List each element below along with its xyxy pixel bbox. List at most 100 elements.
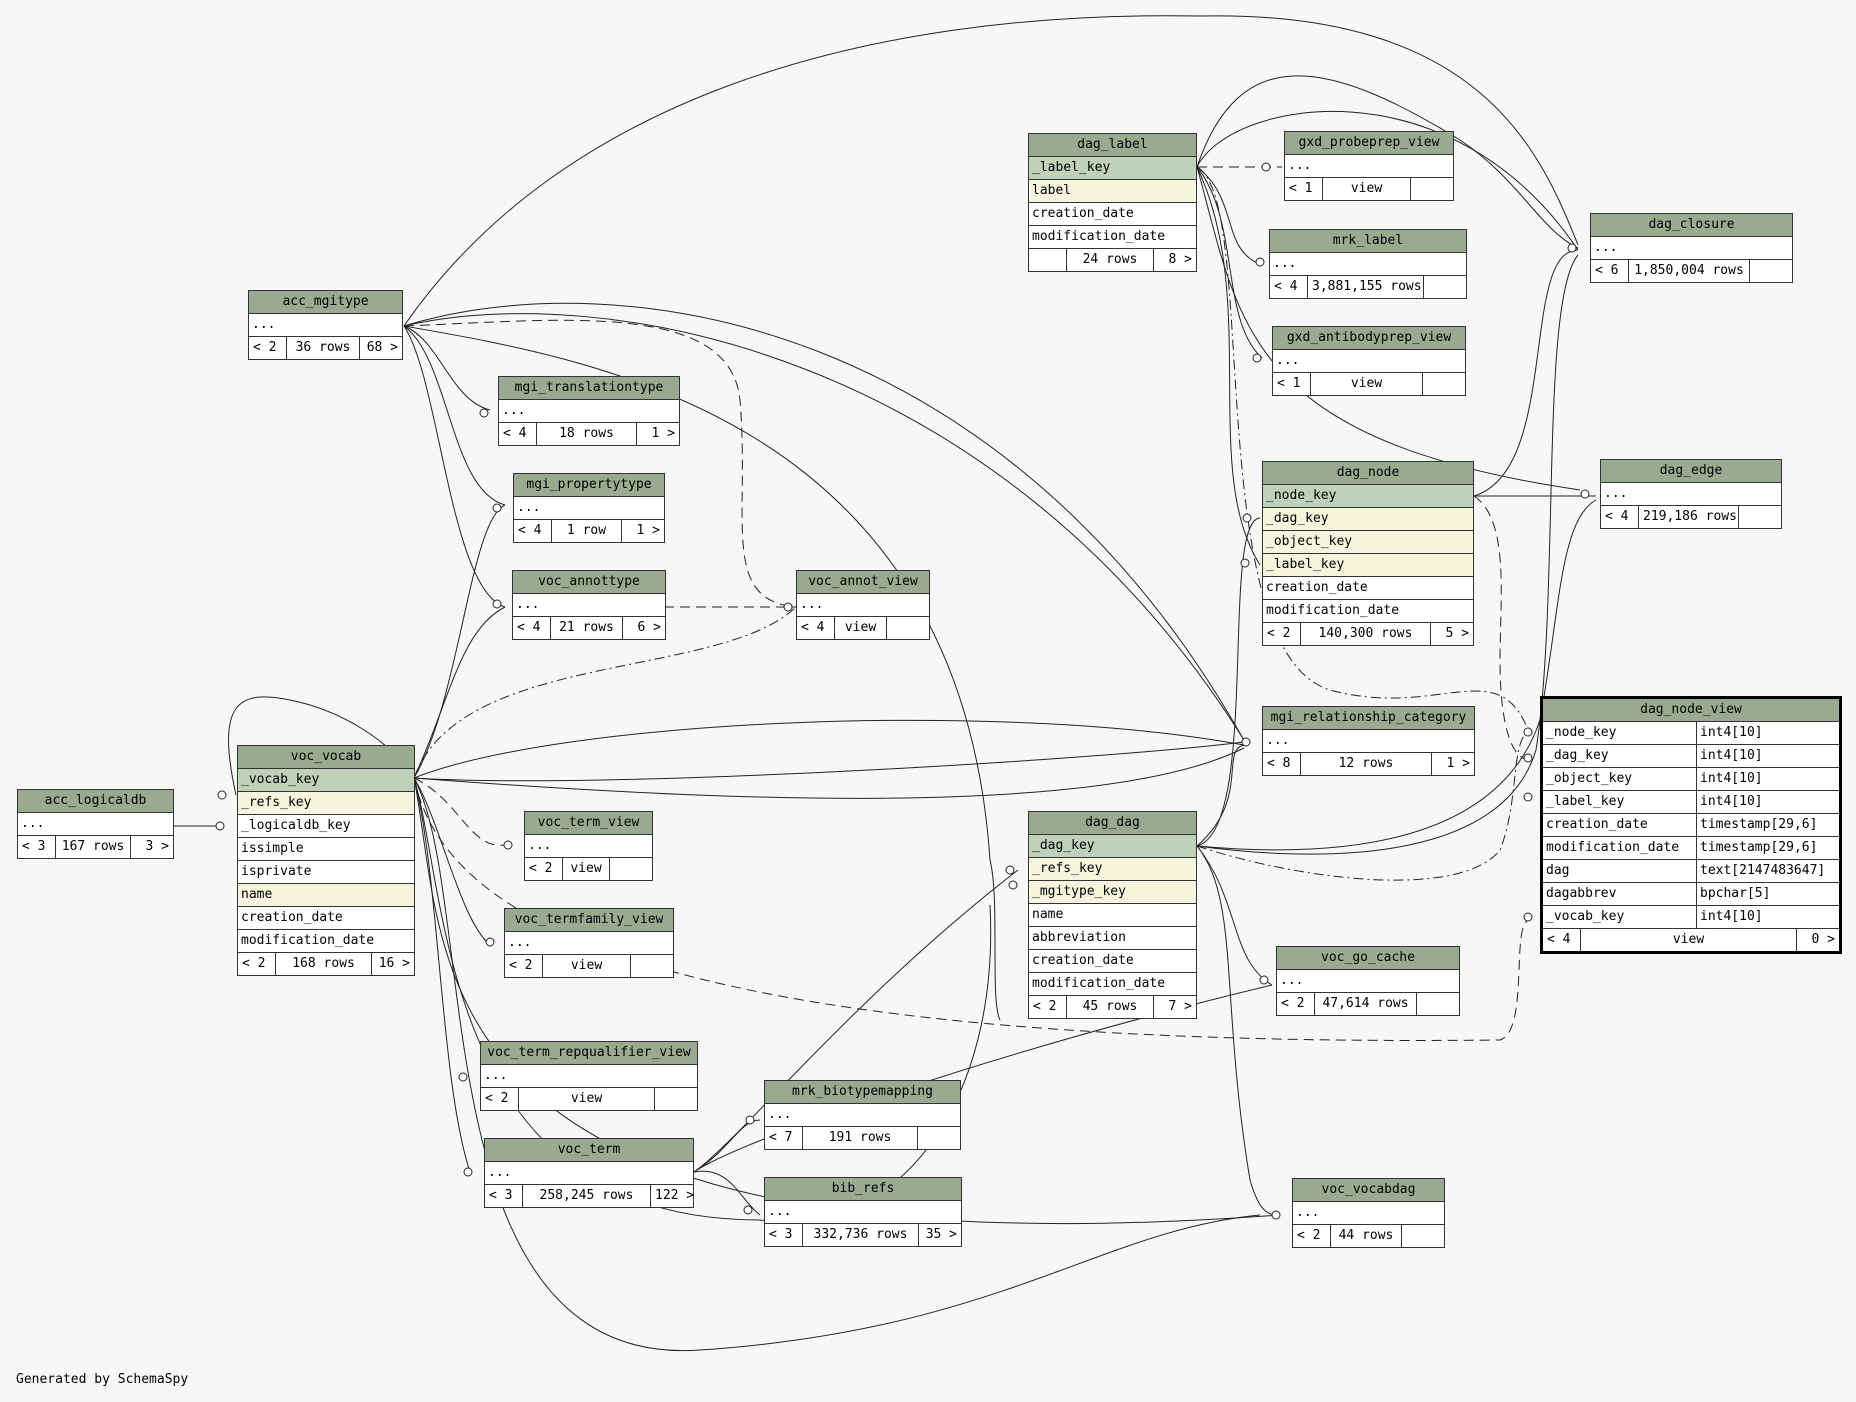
children-link[interactable]: 1 > bbox=[1446, 756, 1470, 771]
column-row[interactable]: ... bbox=[505, 932, 673, 955]
parents-link[interactable]: < 3 bbox=[18, 836, 56, 858]
children-link[interactable]: 68 > bbox=[366, 340, 398, 355]
children-link[interactable]: 3 > bbox=[145, 839, 169, 854]
parents-link[interactable]: < 4 bbox=[514, 520, 552, 542]
column-row[interactable]: name bbox=[1029, 904, 1196, 927]
column-row[interactable]: ... bbox=[797, 594, 929, 617]
column-row[interactable]: name bbox=[238, 884, 414, 907]
column-row[interactable]: _object_key bbox=[1263, 531, 1473, 554]
column-row[interactable]: ... bbox=[1293, 1202, 1444, 1225]
column-row[interactable]: _refs_key bbox=[238, 792, 414, 815]
column-row[interactable]: ... bbox=[485, 1162, 693, 1185]
parents-link[interactable]: < 2 bbox=[525, 858, 563, 880]
column-row[interactable]: ... bbox=[1601, 483, 1781, 506]
parents-link[interactable]: < 4 bbox=[1543, 929, 1581, 951]
column-row[interactable]: _vocab_key bbox=[238, 769, 414, 792]
column-row[interactable]: creation_date bbox=[1263, 577, 1473, 600]
parents-link[interactable]: < 2 bbox=[481, 1088, 519, 1110]
table-dag-node[interactable]: dag_node_node_key_dag_key_object_key_lab… bbox=[1262, 461, 1474, 646]
column-row[interactable]: ... bbox=[513, 594, 665, 617]
column-row[interactable]: ... bbox=[249, 314, 402, 337]
parents-link[interactable]: < 1 bbox=[1273, 373, 1311, 395]
parents-link[interactable]: < 2 bbox=[1293, 1225, 1331, 1247]
column-row[interactable]: ... bbox=[514, 497, 664, 520]
children-link[interactable]: 1 > bbox=[636, 523, 660, 538]
column-row[interactable]: abbreviation bbox=[1029, 927, 1196, 950]
column-row[interactable]: ... bbox=[18, 813, 173, 836]
parents-link[interactable]: < 6 bbox=[1591, 260, 1629, 282]
children-link[interactable] bbox=[1739, 506, 1781, 528]
children-link[interactable]: 5 > bbox=[1445, 626, 1469, 641]
parents-link[interactable]: < 1 bbox=[1285, 178, 1323, 200]
column-row[interactable]: _node_key bbox=[1263, 485, 1473, 508]
children-link[interactable] bbox=[1402, 1225, 1444, 1247]
table-voc-vocab[interactable]: voc_vocab_vocab_key_refs_key_logicaldb_k… bbox=[237, 745, 415, 976]
children-link[interactable]: 122 > bbox=[655, 1188, 693, 1203]
column-row[interactable]: ... bbox=[1285, 155, 1453, 178]
column-row[interactable]: ... bbox=[765, 1104, 960, 1127]
parents-link[interactable]: < 2 bbox=[1277, 993, 1315, 1015]
column-row[interactable]: ... bbox=[1263, 730, 1474, 753]
column-row[interactable]: label bbox=[1029, 180, 1196, 203]
column-row[interactable]: ... bbox=[1277, 970, 1459, 993]
column-row[interactable]: _dag_key bbox=[1263, 508, 1473, 531]
parents-link[interactable]: < 8 bbox=[1263, 753, 1301, 775]
parents-link[interactable]: < 4 bbox=[1601, 506, 1639, 528]
children-link[interactable]: 8 > bbox=[1168, 252, 1192, 267]
column-row[interactable]: ... bbox=[1273, 350, 1465, 373]
children-link[interactable]: 0 > bbox=[1811, 932, 1835, 947]
children-link[interactable] bbox=[1424, 276, 1466, 298]
children-link[interactable] bbox=[1417, 993, 1459, 1015]
parents-link[interactable]: < 2 bbox=[1029, 996, 1067, 1018]
column-row[interactable]: _mgitype_key bbox=[1029, 881, 1196, 904]
children-link[interactable] bbox=[631, 955, 673, 977]
parents-link[interactable]: < 2 bbox=[1263, 623, 1301, 645]
children-link[interactable]: 1 > bbox=[651, 426, 675, 441]
parents-link[interactable]: < 2 bbox=[238, 953, 276, 975]
column-row[interactable]: creation_date bbox=[1029, 950, 1196, 973]
column-row[interactable]: creation_date bbox=[1029, 203, 1196, 226]
children-link[interactable] bbox=[1423, 373, 1465, 395]
parents-link[interactable]: < 4 bbox=[499, 423, 537, 445]
children-link[interactable]: 7 > bbox=[1168, 999, 1192, 1014]
column-row[interactable]: _label_key bbox=[1029, 157, 1196, 180]
children-link[interactable] bbox=[655, 1088, 697, 1110]
column-row[interactable]: ... bbox=[1591, 237, 1792, 260]
children-link[interactable]: 35 > bbox=[925, 1227, 957, 1242]
children-link[interactable] bbox=[1750, 260, 1792, 282]
parents-link[interactable]: < 2 bbox=[249, 337, 287, 359]
parents-link[interactable]: < 4 bbox=[1270, 276, 1308, 298]
column-row[interactable]: ... bbox=[481, 1065, 697, 1088]
column-row[interactable]: creation_date bbox=[238, 907, 414, 930]
parents-link[interactable]: < 4 bbox=[513, 617, 551, 639]
parents-link[interactable] bbox=[1029, 249, 1067, 271]
column-row[interactable]: _logicaldb_key bbox=[238, 815, 414, 838]
column-row[interactable]: modification_date bbox=[1029, 226, 1196, 249]
